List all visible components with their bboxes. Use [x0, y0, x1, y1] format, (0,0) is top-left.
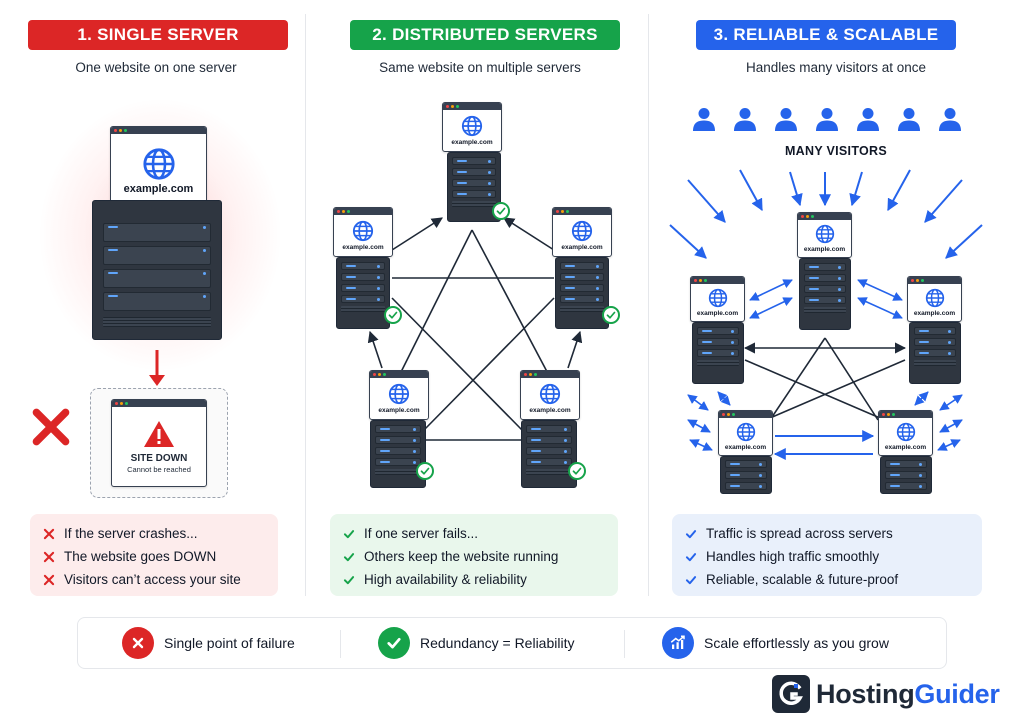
summary-divider — [340, 630, 341, 658]
server-rack — [336, 257, 390, 329]
browser-window: example.com — [520, 370, 580, 420]
checkmark-icon — [685, 552, 697, 561]
panel-single-server: 1. SINGLE SERVER One website on one serv… — [0, 0, 312, 605]
server-rack — [799, 258, 851, 330]
globe-icon — [925, 288, 945, 308]
globe-icon — [896, 422, 916, 442]
globe-icon — [708, 288, 728, 308]
checkmark-icon — [384, 306, 402, 324]
browser-window: example.com — [690, 276, 745, 322]
traffic-arrows — [669, 169, 983, 460]
server-rack — [92, 200, 222, 340]
browser-window: example.com — [333, 207, 393, 257]
site-down-title: SITE DOWN — [130, 453, 188, 464]
server-rack — [521, 420, 577, 488]
server-rack — [880, 456, 932, 494]
failure-points-card: If the server crashes... The website goe… — [30, 514, 278, 596]
list-item: High availability & reliability — [342, 568, 606, 591]
panel-divider — [305, 14, 306, 596]
checkmark-icon — [492, 202, 510, 220]
server-rack — [555, 257, 609, 329]
failure-arrow — [149, 350, 165, 386]
panel-distributed-servers: 2. DISTRIBUTED SERVERS Same website on m… — [312, 0, 648, 605]
checkmark-icon — [602, 306, 620, 324]
list-item: The website goes DOWN — [42, 545, 266, 568]
panel-divider — [648, 14, 649, 596]
checkmark-icon — [685, 575, 697, 584]
summary-item-scale: Scale effortlessly as you grow — [662, 626, 889, 660]
browser-window: example.com — [718, 410, 773, 456]
list-item: If one server fails... — [342, 522, 606, 545]
server-rack — [720, 456, 772, 494]
x-mark-icon — [122, 627, 154, 659]
browser-window: example.com — [878, 410, 933, 456]
checkmark-icon — [416, 462, 434, 480]
checkmark-icon — [685, 529, 697, 538]
browser-window: example.com — [797, 212, 852, 258]
visitors-label: MANY VISITORS — [784, 144, 888, 158]
warning-icon — [144, 421, 174, 447]
panel-title-distributed-servers: 2. DISTRIBUTED SERVERS — [350, 20, 620, 50]
panel-title-reliable-scalable: 3. RELIABLE & SCALABLE — [696, 20, 956, 50]
server-rack — [692, 322, 744, 384]
browser-window: example.com — [552, 207, 612, 257]
list-item: Others keep the website running — [342, 545, 606, 568]
list-item: Traffic is spread across servers — [684, 522, 970, 545]
checkmark-icon — [378, 627, 410, 659]
site-down-box: SITE DOWN Cannot be reached — [90, 388, 228, 498]
browser-window: example.com — [907, 276, 962, 322]
panel-title-single-server: 1. SINGLE SERVER — [28, 20, 288, 50]
brand-logo: HostingGuider — [772, 674, 1000, 714]
summary-divider — [624, 630, 625, 658]
panel-subtitle: Handles many visitors at once — [745, 60, 927, 75]
brand-name: HostingGuider — [816, 678, 1000, 709]
site-down-message: Cannot be reached — [127, 465, 191, 474]
summary-item-redundancy: Redundancy = Reliability — [378, 626, 574, 660]
globe-icon — [736, 422, 756, 442]
redundancy-points-card: If one server fails... Others keep the w… — [330, 514, 618, 596]
logo-mark — [772, 675, 810, 713]
summary-bar: Single point of failure Redundancy = Rel… — [77, 617, 947, 669]
panel-subtitle: One website on one server — [75, 60, 237, 75]
browser-window: example.com — [442, 102, 502, 152]
checkmark-icon — [568, 462, 586, 480]
server-rack — [909, 322, 961, 384]
domain-label: example.com — [123, 182, 194, 195]
globe-icon — [815, 224, 835, 244]
list-item: Reliable, scalable & future-proof — [684, 568, 970, 591]
browser-window: example.com — [110, 126, 207, 208]
summary-item-failure: Single point of failure — [122, 626, 295, 660]
list-item: Visitors can’t access your site — [42, 568, 266, 591]
site-down-window: SITE DOWN Cannot be reached — [111, 399, 207, 487]
scalability-points-card: Traffic is spread across servers Handles… — [672, 514, 982, 596]
server-connections — [367, 217, 583, 441]
server-rack — [370, 420, 426, 488]
list-item: Handles high traffic smoothly — [684, 545, 970, 568]
list-item: If the server crashes... — [42, 522, 266, 545]
panel-subtitle: Same website on multiple servers — [379, 60, 581, 75]
growth-chart-icon — [662, 627, 694, 659]
browser-window: example.com — [369, 370, 429, 420]
panel-reliable-scalable: 3. RELIABLE & SCALABLE Handles many visi… — [648, 0, 1024, 605]
